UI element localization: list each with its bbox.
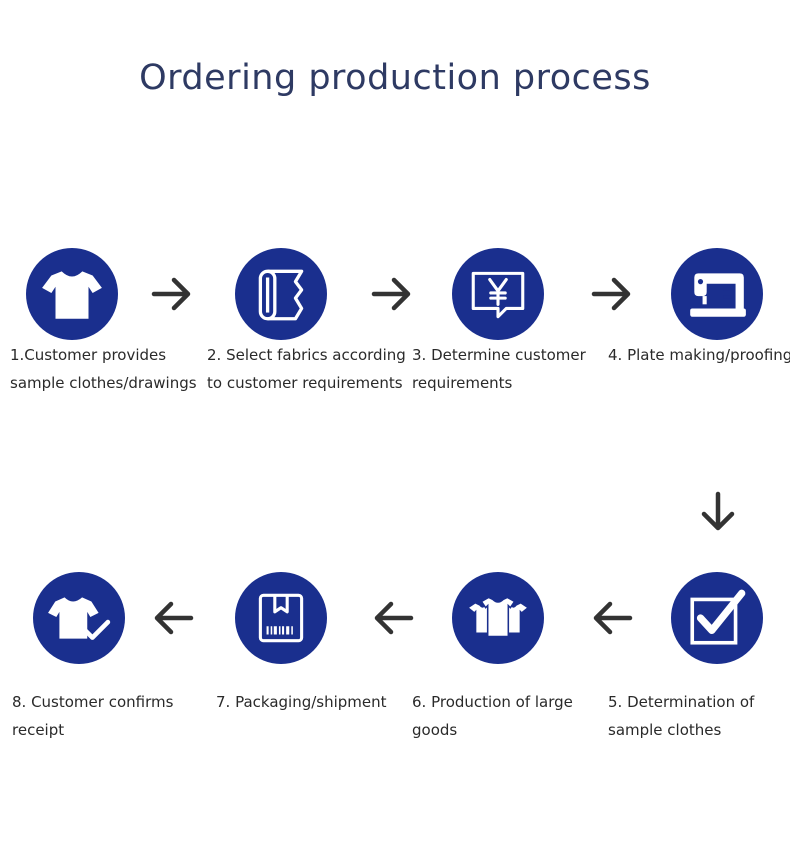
tshirt-check-icon xyxy=(48,597,111,640)
step-3-circle xyxy=(452,248,544,340)
step-4-circle xyxy=(671,248,763,340)
arrow-left-icon xyxy=(590,598,634,638)
sewing-machine-icon xyxy=(690,273,746,317)
multiple-shirts-icon xyxy=(469,596,527,638)
package-icon xyxy=(258,593,304,643)
page-title: Ordering production process xyxy=(139,58,651,98)
step-5-circle xyxy=(671,572,763,664)
step-7-circle xyxy=(235,572,327,664)
arrow-down-icon xyxy=(696,490,740,534)
arrow-left-icon xyxy=(151,598,195,638)
arrow-right-icon xyxy=(370,274,414,314)
step-1-circle xyxy=(26,248,118,340)
step-6-circle xyxy=(452,572,544,664)
step-2-circle xyxy=(235,248,327,340)
arrow-right-icon xyxy=(590,274,634,314)
yen-chat-icon xyxy=(471,271,525,319)
step-4-label: 4. Plate making/proofing xyxy=(608,346,790,364)
step-8-circle xyxy=(33,572,125,664)
step-7-label: 7. Packaging/shipment xyxy=(216,693,387,711)
fabric-roll-icon xyxy=(258,269,304,321)
arrow-left-icon xyxy=(371,598,415,638)
checkbox-icon xyxy=(690,589,746,645)
tshirt-icon xyxy=(42,271,102,319)
arrow-right-icon xyxy=(150,274,194,314)
